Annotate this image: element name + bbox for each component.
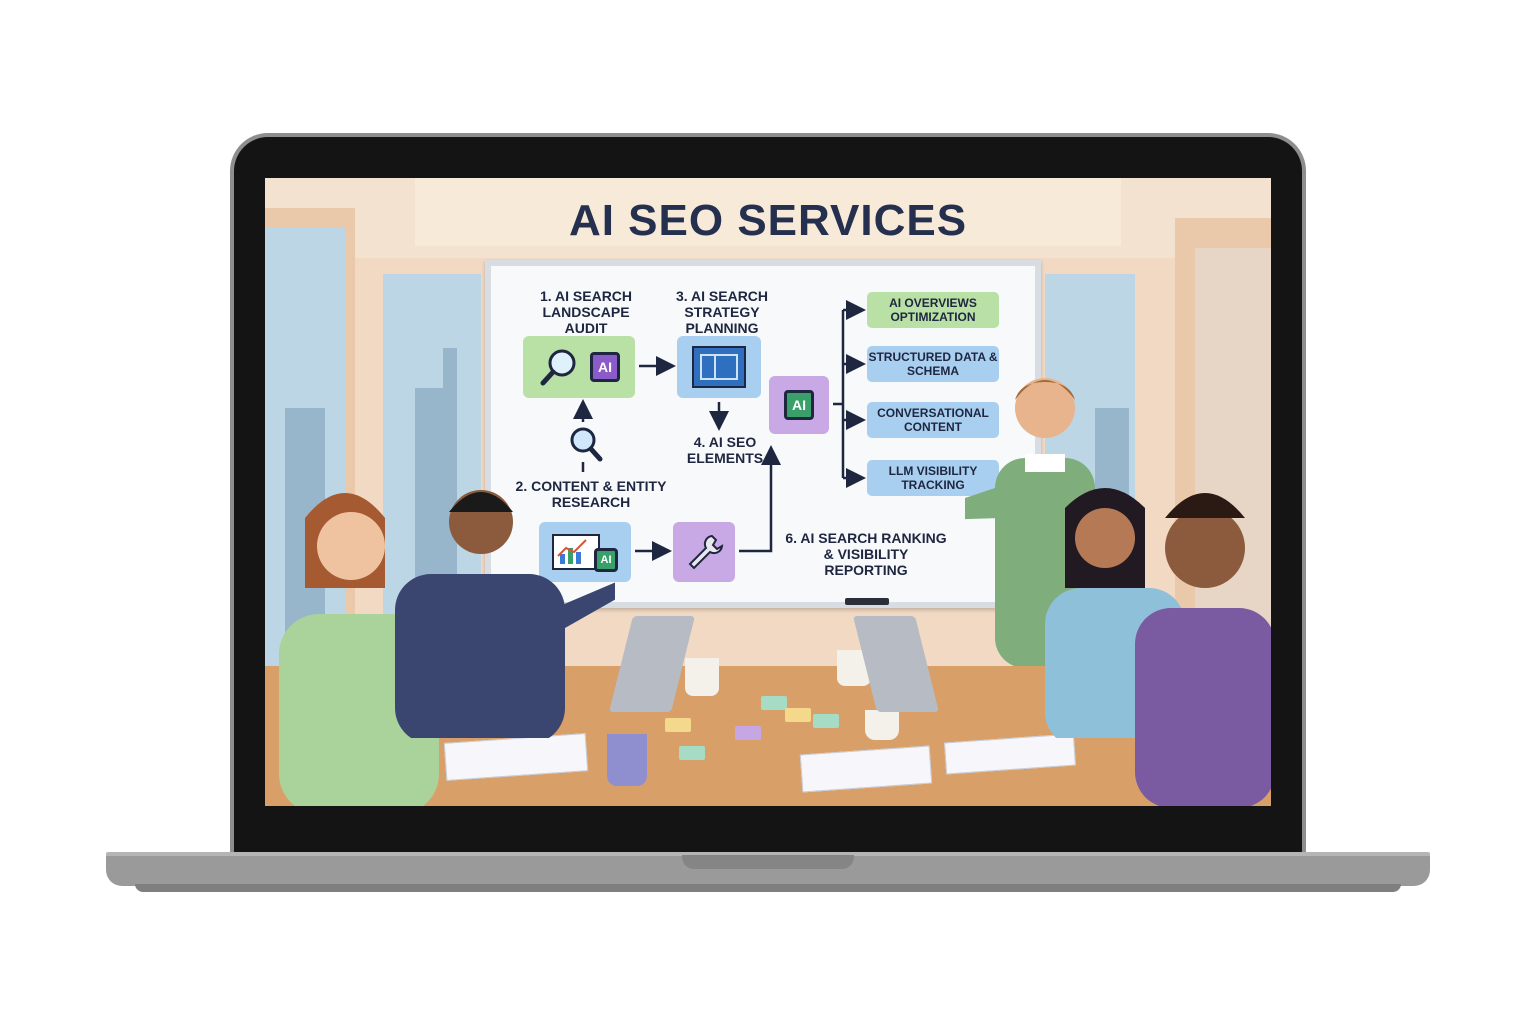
sticky-note [735, 726, 761, 740]
ai-chip-icon: AI [784, 390, 814, 420]
magnifier-icon [540, 349, 576, 386]
sticky-note [761, 696, 787, 710]
whiteboard-marker [845, 598, 889, 605]
step-3-label: 3. AI SEARCH STRATEGY PLANNING [675, 288, 769, 336]
element-ai-overviews: AI OVERVIEWS OPTIMIZATION [867, 292, 999, 328]
laptop-opening-notch [682, 855, 854, 869]
wrench-box [673, 522, 735, 582]
sticky-note [813, 714, 839, 728]
element-conversational-content: CONVERSATIONAL CONTENT [867, 402, 999, 438]
ai-hub-box: AI [769, 376, 829, 434]
ai-chip-icon: AI [594, 548, 618, 572]
sticky-note [785, 708, 811, 722]
step-1-box: AI [523, 336, 635, 398]
ai-chip-icon: AI [590, 352, 620, 382]
step-4-label: 4. AI SEO ELEMENTS [686, 434, 764, 466]
step-3-box [677, 336, 761, 398]
blueprint-icon [692, 346, 746, 388]
coffee-mug [865, 710, 899, 740]
wrench-icon [688, 534, 724, 570]
laptop-base-edge [135, 884, 1401, 892]
man-right-person [1135, 493, 1271, 806]
slide-title: AI SEO SERVICES [568, 196, 968, 245]
step-2-label: 2. CONTENT & ENTITY RESEARCH [515, 478, 667, 510]
sticky-note [679, 746, 705, 760]
sticky-note [665, 718, 691, 732]
flow-arrows [573, 300, 866, 561]
analytics-chart-icon [552, 534, 600, 570]
man-left-person [395, 490, 615, 738]
ceiling-panel [415, 178, 1121, 246]
research-magnifier-icon [570, 427, 603, 462]
step-2-box: AI [539, 522, 631, 582]
window-right-2 [1195, 248, 1271, 678]
element-structured-data: STRUCTURED DATA & SCHEMA [867, 346, 999, 382]
element-llm-visibility: LLM VISIBILITY TRACKING [867, 460, 999, 496]
coffee-mug [607, 734, 647, 786]
whiteboard: 1. AI SEARCH LANDSCAPE AUDIT AI 2. CONTE… [485, 260, 1041, 608]
coffee-mug [685, 658, 719, 696]
laptop-screen: AI SEO SERVICES 1. AI SEARCH LANDSCAPE A… [265, 178, 1271, 806]
step-1-label: 1. AI SEARCH LANDSCAPE AUDIT [539, 288, 633, 336]
step-6-label: 6. AI SEARCH RANKING & VISIBILITY REPORT… [785, 530, 947, 578]
